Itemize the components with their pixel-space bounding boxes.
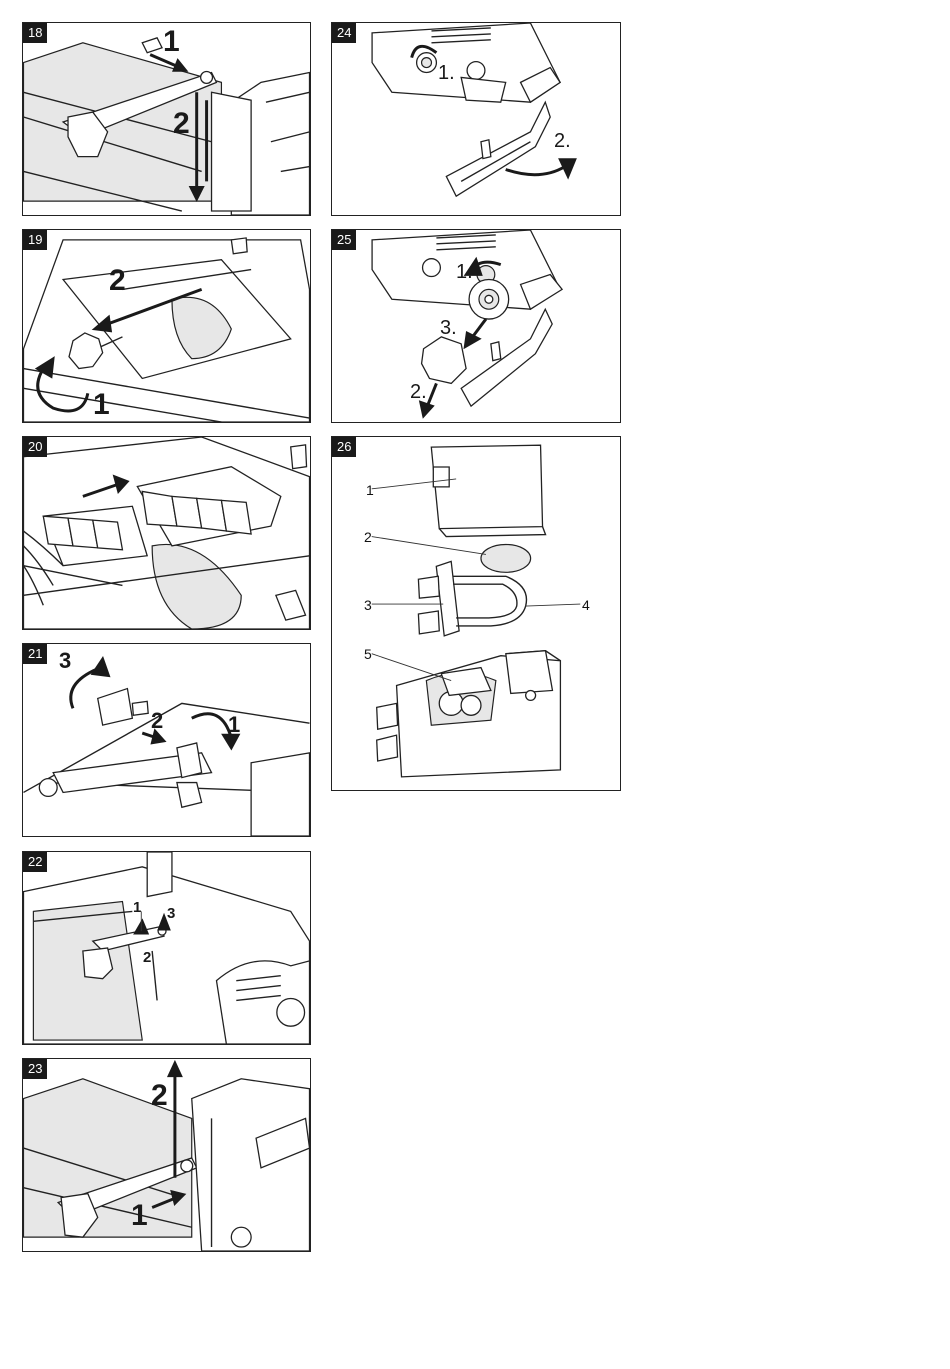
step-label: 1 [163, 27, 180, 57]
figure-number: 22 [23, 852, 47, 872]
callout-label: 2 [364, 530, 372, 544]
figure-19-illustration [23, 230, 310, 422]
step-label: 2 [173, 109, 190, 139]
step-label: 3 [59, 650, 71, 672]
step-label: 1 [93, 390, 110, 420]
figure-22: 22 1 3 2 [22, 851, 311, 1045]
figure-24-illustration [332, 23, 620, 215]
figure-25-illustration [332, 230, 620, 422]
figure-number: 20 [23, 437, 47, 457]
callout-label: 1 [366, 483, 374, 497]
step-label: 1 [133, 900, 141, 915]
figure-20-illustration [23, 437, 310, 629]
step-label: 1. [438, 63, 455, 83]
figure-number: 23 [23, 1059, 47, 1079]
figure-21: 21 3 2 1 [22, 643, 311, 837]
figure-number: 21 [23, 644, 47, 664]
step-label: 1 [131, 1201, 148, 1231]
callout-label: 4 [582, 598, 590, 612]
callout-label: 3 [364, 598, 372, 612]
figure-18: 18 1 2 [22, 22, 311, 216]
figure-number: 24 [332, 23, 356, 43]
figure-number: 19 [23, 230, 47, 250]
step-label: 1. [456, 262, 473, 282]
figure-22-illustration [23, 852, 310, 1044]
step-label: 2 [151, 710, 163, 732]
figure-25: 25 1. 3. 2. [331, 229, 621, 423]
step-label: 3. [440, 318, 457, 338]
figure-20: 20 [22, 436, 311, 630]
figure-24: 24 1. 2. [331, 22, 621, 216]
step-label: 1 [228, 714, 240, 736]
step-label: 2 [151, 1081, 168, 1111]
step-label: 3 [167, 906, 175, 921]
step-label: 2. [410, 382, 427, 402]
step-label: 2 [143, 950, 151, 965]
figure-23: 23 2 1 [22, 1058, 311, 1252]
figure-19: 19 2 1 [22, 229, 311, 423]
figure-number: 25 [332, 230, 356, 250]
step-label: 2 [109, 266, 126, 296]
figure-26: 26 1 2 3 4 5 [331, 436, 621, 791]
figure-26-illustration [332, 437, 620, 790]
step-label: 2. [554, 131, 571, 151]
callout-label: 5 [364, 647, 372, 661]
figure-number: 18 [23, 23, 47, 43]
figure-number: 26 [332, 437, 356, 457]
